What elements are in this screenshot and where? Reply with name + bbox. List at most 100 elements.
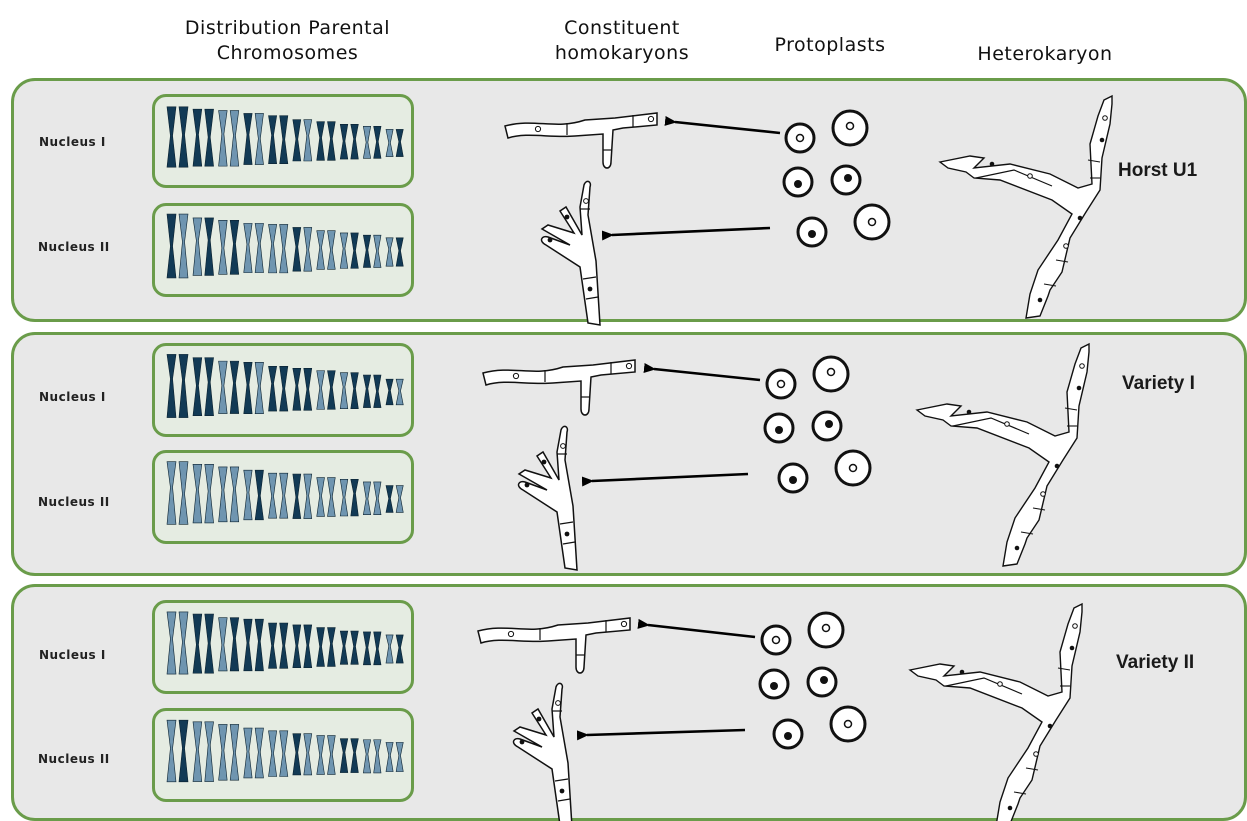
karyotype-box	[152, 708, 414, 802]
chromosome	[373, 739, 382, 774]
header-protoplasts-text: Protoplasts	[774, 34, 886, 56]
karyotype-box	[152, 450, 414, 544]
chromosome	[268, 622, 278, 669]
protoplasts-cluster	[763, 355, 872, 494]
homokaryon-hypha-straight	[504, 112, 658, 169]
chromosome	[350, 232, 359, 269]
arrow	[576, 728, 746, 741]
chromosome	[218, 220, 228, 275]
chromosome	[192, 217, 203, 276]
homokaryon-hypha-straight	[482, 359, 636, 416]
chromosome	[395, 237, 404, 267]
chromosome	[268, 730, 278, 777]
chromosome	[229, 724, 240, 781]
header-heterokaryon: Heterokaryon	[960, 42, 1130, 67]
chromosome	[204, 217, 214, 276]
nucleus-label: Nucleus I	[39, 135, 106, 149]
chromosome	[178, 354, 189, 418]
chromosome	[218, 617, 228, 672]
chromosome	[316, 627, 325, 667]
chromosome	[339, 232, 349, 269]
homokaryon-hypha-branched	[512, 682, 573, 821]
chromosome	[303, 473, 313, 519]
panel-title: Horst U1	[1118, 160, 1198, 181]
karyotype-chromosomes	[166, 719, 404, 783]
karyotype-chromosomes	[166, 461, 404, 525]
chromosome	[292, 733, 302, 776]
chromosome	[204, 464, 214, 524]
chromosome	[166, 611, 177, 675]
header-distribution-line2: Chromosomes	[216, 42, 359, 64]
chromosome	[254, 618, 264, 672]
chromosome	[316, 735, 325, 775]
chromosome	[178, 611, 189, 675]
chromosome	[303, 119, 313, 162]
chromosome	[303, 367, 313, 411]
chromosome	[218, 360, 228, 414]
chromosome	[292, 624, 302, 669]
chromosome	[292, 227, 302, 272]
nucleus-label: Nucleus II	[38, 752, 110, 766]
chromosome	[327, 370, 336, 410]
header-homokaryons-line1: Constituent	[564, 17, 680, 39]
chromosome	[385, 742, 394, 772]
chromosome	[292, 119, 302, 162]
chromosome	[204, 613, 214, 674]
chromosome	[373, 374, 382, 408]
chromosome	[362, 739, 372, 774]
chromosome	[362, 631, 372, 666]
chromosome	[362, 126, 372, 159]
chromosome	[385, 237, 394, 267]
chromosome	[327, 230, 336, 270]
chromosome	[204, 108, 214, 167]
chromosome	[395, 634, 404, 664]
chromosome	[373, 631, 382, 666]
chromosome	[279, 224, 289, 274]
chromosome	[192, 721, 203, 782]
chromosome	[327, 121, 336, 161]
nucleus-label: Nucleus II	[38, 495, 110, 509]
chromosome	[192, 108, 203, 167]
header-homokaryons: Constituent homokaryons	[522, 16, 722, 66]
heterokaryon-hypha	[909, 603, 1083, 821]
chromosome	[350, 479, 359, 517]
chromosome	[373, 126, 382, 159]
chromosome	[268, 115, 278, 165]
chromosome	[166, 106, 177, 168]
chromosome	[254, 223, 264, 273]
arrow	[643, 362, 761, 382]
chromosome	[166, 354, 177, 418]
chromosome	[316, 370, 325, 410]
chromosome	[243, 113, 253, 165]
chromosome	[350, 738, 359, 773]
karyotype-box	[152, 600, 414, 694]
karyotype-chromosomes	[166, 213, 404, 279]
chromosome	[327, 477, 336, 517]
chromosome	[350, 123, 359, 160]
chromosome	[373, 481, 382, 515]
chromosome	[303, 227, 313, 272]
chromosome	[204, 357, 214, 417]
karyotype-box	[152, 94, 414, 188]
chromosome	[166, 719, 177, 783]
panel-title: Variety II	[1116, 652, 1195, 673]
karyotype-chromosomes	[166, 354, 404, 418]
chromosome	[316, 230, 325, 270]
chromosome	[350, 630, 359, 665]
homokaryon-hypha-straight	[477, 617, 631, 674]
chromosome	[316, 121, 325, 161]
chromosome	[303, 733, 313, 776]
chromosome	[373, 234, 382, 268]
chromosome	[339, 372, 349, 409]
chromosome	[229, 110, 240, 167]
chromosome	[254, 113, 264, 165]
chromosome	[243, 727, 253, 779]
arrow	[581, 472, 749, 487]
chromosome	[327, 735, 336, 775]
chromosome	[385, 634, 394, 664]
homokaryon-hypha-branched	[517, 425, 578, 571]
chromosome	[229, 220, 240, 275]
chromosome	[362, 481, 372, 515]
chromosome	[268, 366, 278, 412]
chromosome	[385, 485, 394, 513]
